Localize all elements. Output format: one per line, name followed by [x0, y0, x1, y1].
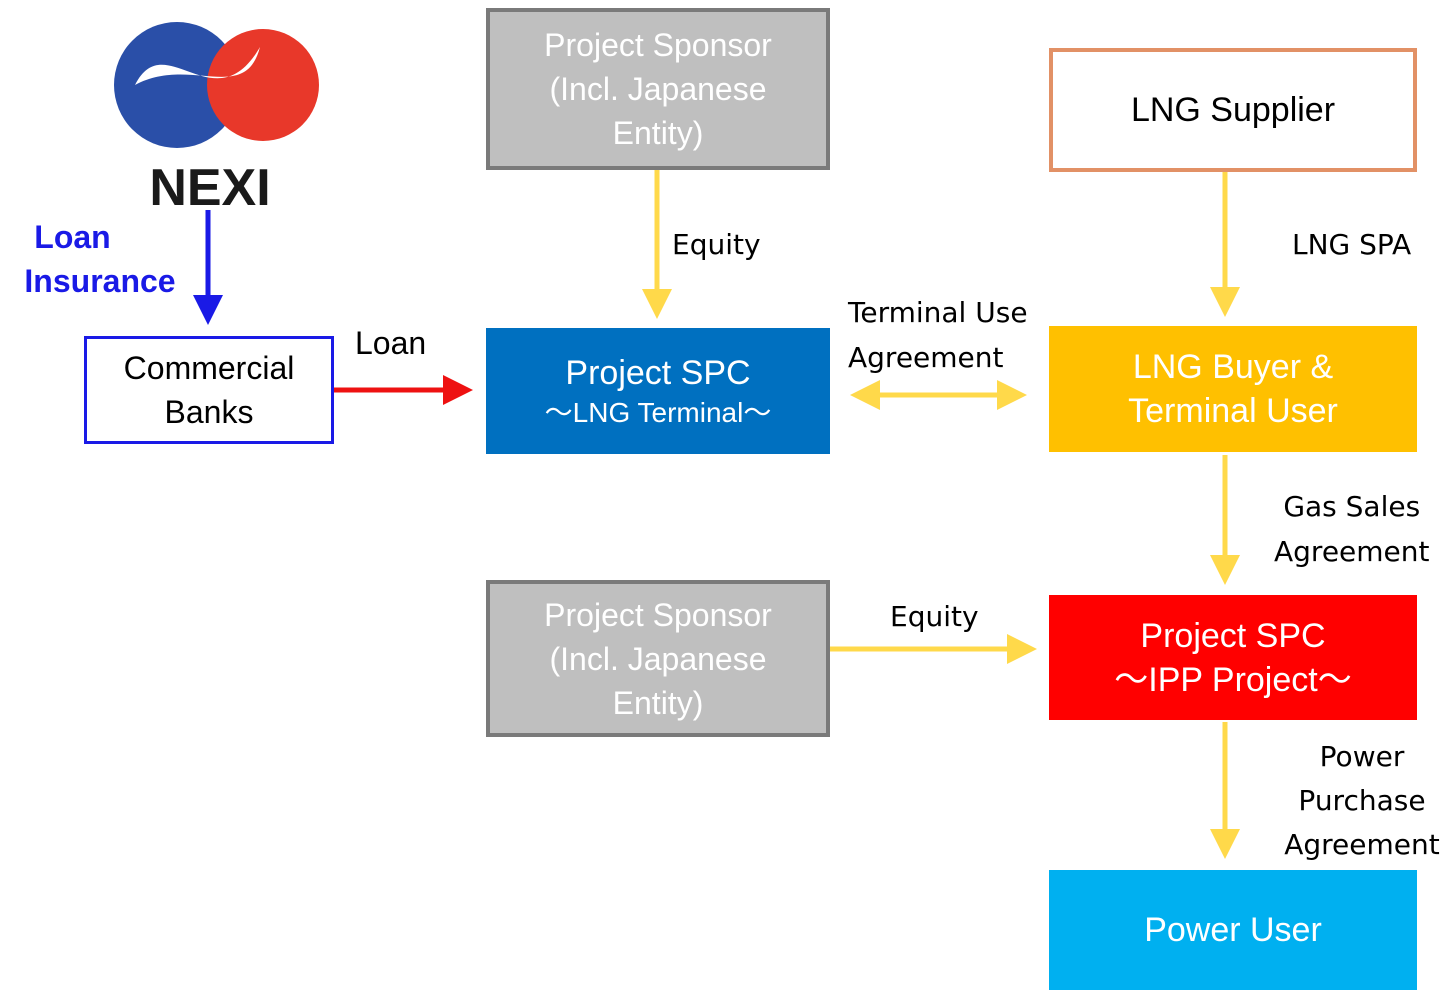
sponsor-bottom-line1: Project Sponsor	[544, 596, 772, 633]
nexi-logo: NEXI	[114, 22, 319, 215]
power-user-label: Power User	[1144, 910, 1322, 949]
spc-ipp-line2: ～IPP Project～	[1114, 660, 1352, 699]
terminal-use-label: Terminal Use Agreement	[848, 290, 1028, 380]
project-spc-terminal-box: Project SPC ～LNG Terminal～	[486, 328, 830, 454]
lng-supplier-box: LNG Supplier	[1049, 48, 1417, 172]
spc-terminal-line2: ～LNG Terminal～	[544, 397, 772, 428]
terminal-use-line1: Terminal Use	[848, 296, 1028, 329]
ppa-label: Power Purchase Agreement	[1278, 735, 1446, 867]
equity-bottom-label: Equity	[890, 600, 979, 633]
loan-label: Loan	[355, 325, 427, 361]
gas-sales-line1: Gas Sales	[1283, 490, 1421, 523]
ppa-line2: Purchase	[1298, 784, 1426, 817]
sponsor-top-line1: Project Sponsor	[544, 27, 772, 63]
lng-supplier-label: LNG Supplier	[1130, 90, 1336, 129]
commercial-banks-line2: Banks	[164, 394, 254, 430]
sponsor-bottom-line3: Entity)	[612, 684, 704, 721]
gas-sales-line2: Agreement	[1274, 535, 1430, 568]
ppa-line1: Power	[1319, 740, 1405, 773]
project-sponsor-bottom-box: Project Sponsor (Incl. Japanese Entity)	[486, 580, 830, 737]
nexi-logo-text: NEXI	[149, 159, 270, 215]
nexi-logo-swoosh	[135, 47, 260, 85]
loan-insurance-line1: Loan	[34, 219, 111, 255]
loan-insurance-label: Loan Insurance	[5, 215, 195, 303]
lng-spa-label: LNG SPA	[1292, 228, 1412, 261]
commercial-banks-line1: Commercial	[123, 350, 295, 386]
terminal-use-line2: Agreement	[848, 341, 1004, 374]
lng-buyer-box: LNG Buyer & Terminal User	[1049, 326, 1417, 452]
lng-buyer-line2: Terminal User	[1128, 392, 1338, 430]
sponsor-top-line2: (Incl. Japanese	[549, 71, 767, 107]
spc-ipp-line1: Project SPC	[1140, 616, 1326, 655]
project-sponsor-top-box: Project Sponsor (Incl. Japanese Entity)	[486, 8, 830, 170]
equity-top-label: Equity	[672, 228, 761, 261]
power-user-box: Power User	[1049, 870, 1417, 990]
lng-buyer-line1: LNG Buyer &	[1132, 348, 1334, 386]
ppa-line3: Agreement	[1284, 828, 1440, 861]
project-spc-ipp-box: Project SPC ～IPP Project～	[1049, 595, 1417, 720]
commercial-banks-box: Commercial Banks	[84, 336, 334, 444]
sponsor-top-line3: Entity)	[612, 115, 704, 151]
loan-insurance-line2: Insurance	[24, 263, 176, 299]
nexi-logo-red-circle	[207, 29, 319, 141]
nexi-logo-blue-circle	[114, 22, 240, 148]
spc-terminal-line1: Project SPC	[565, 354, 751, 392]
sponsor-bottom-line2: (Incl. Japanese	[549, 640, 767, 677]
gas-sales-label: Gas Sales Agreement	[1274, 484, 1430, 574]
